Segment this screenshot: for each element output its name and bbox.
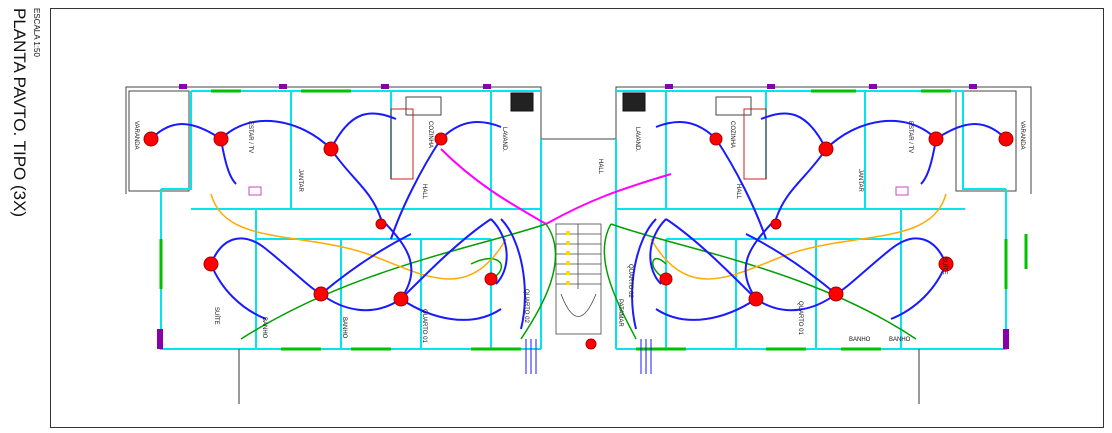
room-label-cozinha-r: COZINHA xyxy=(729,121,735,148)
lamp-icon xyxy=(313,286,329,302)
lamp-icon xyxy=(434,132,448,146)
lamp-icon xyxy=(938,256,954,272)
room-label-banho-r: BANHO xyxy=(849,337,871,343)
room-label-estar-tv: ESTAR / TV xyxy=(247,121,253,153)
room-label-banho: BANHO xyxy=(261,317,267,339)
staircase xyxy=(555,223,602,335)
room-label-lavand: LAVAND. xyxy=(501,127,507,152)
room-label-hall-center: HALL xyxy=(597,159,603,175)
lamp-icon xyxy=(323,141,339,157)
lamp-icon xyxy=(928,131,944,147)
sheet-title-block: PLANTA PAVTO. TIPO (3X) ESCALA 1:50 xyxy=(6,2,50,428)
room-label-suite: SUÍTE xyxy=(213,307,220,325)
lamp-icon xyxy=(203,256,219,272)
lamp-icon xyxy=(484,272,498,286)
green-wall-segments xyxy=(159,89,1028,351)
building-outline xyxy=(125,86,1032,194)
room-label-suite-r: SUÍTE xyxy=(941,257,948,275)
lamp-icon xyxy=(585,338,597,350)
room-label-estar-tv-r: ESTAR / TV xyxy=(907,121,913,153)
lamp-icon xyxy=(213,131,229,147)
room-label-banho-2: BANHO xyxy=(341,317,347,339)
room-labels-center: HALL PATAMAR xyxy=(597,159,623,327)
kitchen-counters xyxy=(390,92,767,180)
room-label-patamar: PATAMAR xyxy=(617,299,623,327)
room-label-quarto-02-r: QUARTO 02 xyxy=(627,264,633,298)
room-labels-left: VARANDA ESTAR / TV JANTAR COZINHA LAVAND… xyxy=(133,121,529,343)
blue-conduits xyxy=(150,112,1007,330)
ceiling-lamps xyxy=(143,131,1014,350)
room-label-varanda-r: VARANDA xyxy=(1019,121,1025,150)
floor-plan: VARANDA ESTAR / TV JANTAR COZINHA LAVAND… xyxy=(125,84,1032,404)
room-label-lavand-r: LAVAND. xyxy=(634,127,640,152)
room-label-hall-r: HALL xyxy=(735,184,741,200)
lamp-icon xyxy=(748,291,764,307)
riser-marks xyxy=(238,339,920,404)
orange-conduits xyxy=(210,193,947,280)
room-label-hall: HALL xyxy=(421,184,427,200)
sheet-title-svg: PLANTA PAVTO. TIPO (3X) ESCALA 1:50 xyxy=(10,8,41,217)
room-label-jantar-r: JANTAR xyxy=(857,169,863,193)
lamp-icon xyxy=(393,291,409,307)
lamp-icon xyxy=(143,131,159,147)
room-labels-right: VARANDA ESTAR / TV JANTAR COZINHA LAVAND… xyxy=(627,121,1025,343)
room-label-quarto-02: QUARTO 02 xyxy=(523,289,529,323)
stair-yellow-marks xyxy=(566,231,570,285)
purple-markers xyxy=(157,84,1009,349)
room-label-banho-2-r: BANHO xyxy=(889,337,911,343)
drawing-sheet: VARANDA ESTAR / TV JANTAR COZINHA LAVAND… xyxy=(50,8,1104,428)
lamp-icon xyxy=(998,131,1014,147)
lamp-icon xyxy=(709,132,723,146)
room-label-quarto-01-r: QUARTO 01 xyxy=(797,301,803,335)
lamp-icon xyxy=(818,141,834,157)
plan-title: PLANTA PAVTO. TIPO (3X) xyxy=(10,8,29,217)
lamp-icon xyxy=(828,286,844,302)
room-label-cozinha: COZINHA xyxy=(427,121,433,148)
room-label-quarto-01: QUARTO 01 xyxy=(421,309,427,343)
room-label-jantar: JANTAR xyxy=(297,169,303,193)
lamp-icon xyxy=(659,272,673,286)
lamp-icon xyxy=(375,218,387,230)
magenta-conduits xyxy=(440,148,672,225)
plan-scale: ESCALA 1:50 xyxy=(32,8,41,57)
lamp-icon xyxy=(770,218,782,230)
room-label-varanda: VARANDA xyxy=(133,121,139,150)
green-conduits xyxy=(240,223,917,340)
walls xyxy=(160,90,1007,350)
